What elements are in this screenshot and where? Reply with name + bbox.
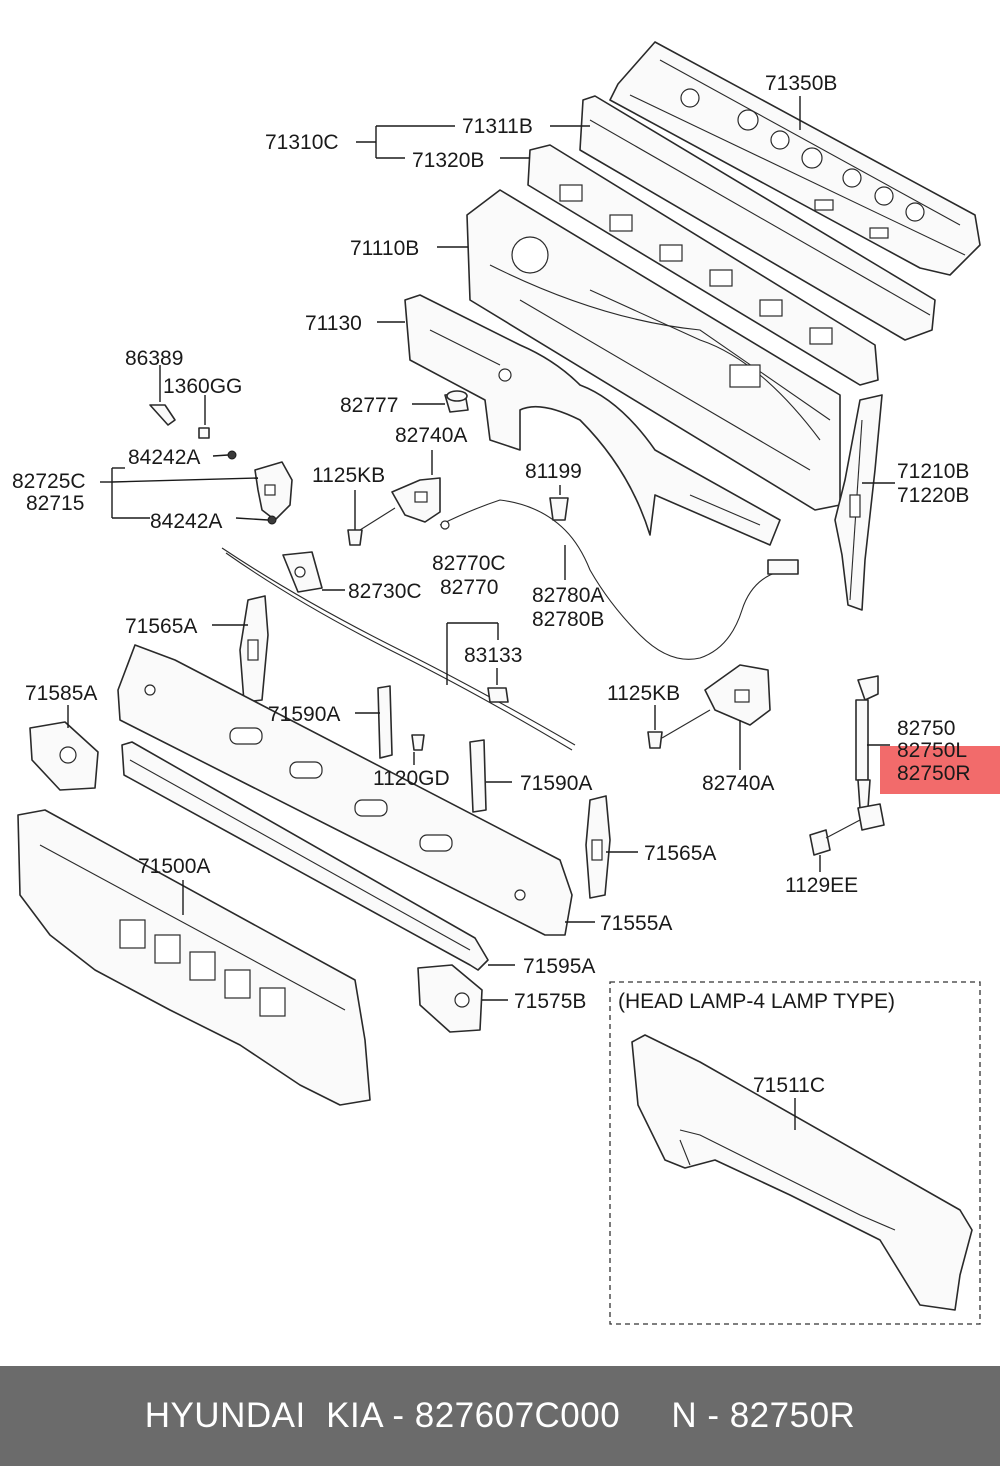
footer-part-number-text: HYUNDAI KIA - 827607C000 N - 82750R xyxy=(144,1396,856,1435)
label-71565A-top: 71565A xyxy=(125,615,197,638)
part-71555A[interactable] xyxy=(117,644,573,936)
footer-bar: HYUNDAI KIA - 827607C000 N - 82750R xyxy=(0,1366,1000,1466)
label-82725C: 82725C xyxy=(12,470,86,493)
label-head-lamp-note: (HEAD LAMP-4 LAMP TYPE) xyxy=(618,990,895,1013)
label-82777: 82777 xyxy=(340,394,398,417)
label-83133: 83133 xyxy=(464,644,522,667)
label-82770C: 82770C xyxy=(432,552,506,575)
part-71585A[interactable] xyxy=(29,721,99,791)
part-82780A-cable[interactable] xyxy=(439,499,799,660)
parts-diagram: 71350B 71311B 71310C 71320B 71110B 71130… xyxy=(12,41,1000,1325)
label-71350B: 71350B xyxy=(765,72,837,95)
part-81199[interactable] xyxy=(549,485,569,521)
label-86389: 86389 xyxy=(125,347,183,370)
part-71565A-left[interactable] xyxy=(239,595,269,703)
part-82740A-top[interactable] xyxy=(391,450,441,523)
label-71310C: 71310C xyxy=(265,131,339,154)
part-1360GG[interactable] xyxy=(198,395,210,439)
part-71565A-right[interactable] xyxy=(585,795,611,899)
label-1125KB-mid: 1125KB xyxy=(607,682,680,705)
label-71555A: 71555A xyxy=(600,912,672,935)
part-71511C[interactable] xyxy=(631,1034,973,1311)
label-71220B: 71220B xyxy=(897,484,969,507)
part-71590A-left[interactable] xyxy=(377,685,393,759)
label-1120GD: 1120GD xyxy=(373,767,450,790)
leader-lines xyxy=(67,96,895,1130)
label-71130: 71130 xyxy=(305,312,362,335)
label-82730C: 82730C xyxy=(348,580,422,603)
part-82750-strut[interactable] xyxy=(855,675,885,831)
part-82777[interactable] xyxy=(444,390,469,413)
label-71590A-left: 71590A xyxy=(268,703,340,726)
part-weatherstrip xyxy=(221,547,576,751)
label-1129EE: 1129EE xyxy=(785,874,858,897)
label-71210B: 71210B xyxy=(897,460,969,483)
head-lamp-variant-box xyxy=(609,981,981,1325)
label-1360GG: 1360GG xyxy=(163,375,242,398)
part-1125KB-top[interactable] xyxy=(347,490,396,546)
part-71210B[interactable] xyxy=(834,394,883,611)
label-71511C: 71511C xyxy=(753,1074,825,1097)
label-1125KB-top: 1125KB xyxy=(312,464,385,487)
part-83133[interactable] xyxy=(487,668,509,703)
label-82740A-top: 82740A xyxy=(395,424,467,447)
label-71311B: 71311B xyxy=(462,115,533,138)
highlight-82750R xyxy=(880,746,1000,794)
label-71110B: 71110B xyxy=(350,237,419,260)
label-82780B: 82780B xyxy=(532,608,604,631)
part-71311B[interactable] xyxy=(579,95,936,341)
part-82740A-bot[interactable] xyxy=(704,664,771,770)
part-71575B[interactable] xyxy=(417,964,483,1033)
label-71590A-right: 71590A xyxy=(520,772,592,795)
label-71575B: 71575B xyxy=(514,990,586,1013)
part-71320B[interactable] xyxy=(527,144,879,386)
label-81199: 81199 xyxy=(525,460,582,483)
part-71350B[interactable] xyxy=(609,41,981,276)
part-71110B[interactable] xyxy=(466,189,841,511)
part-71130[interactable] xyxy=(404,294,781,546)
part-labels: 71350B 71311B 71310C 71320B 71110B 71130… xyxy=(12,72,971,1097)
part-71595A[interactable] xyxy=(121,741,489,971)
label-82740A-bot: 82740A xyxy=(702,772,774,795)
label-71585A: 71585A xyxy=(25,682,97,705)
part-82725C[interactable] xyxy=(227,450,293,525)
part-1120GD[interactable] xyxy=(411,734,425,751)
label-82770: 82770 xyxy=(440,576,498,599)
label-82715: 82715 xyxy=(26,492,84,515)
part-71500A[interactable] xyxy=(17,809,371,1106)
label-71565A-right: 71565A xyxy=(644,842,716,865)
part-86389[interactable] xyxy=(149,365,176,426)
label-82750R: 82750R xyxy=(897,762,971,785)
label-84242A-top: 84242A xyxy=(128,446,200,469)
label-82780A: 82780A xyxy=(532,584,604,607)
part-71590A-right[interactable] xyxy=(469,739,487,813)
label-84242A-bot: 84242A xyxy=(150,510,222,533)
label-71320B: 71320B xyxy=(412,149,484,172)
part-82730C[interactable] xyxy=(282,551,323,593)
part-1129EE[interactable] xyxy=(809,819,861,856)
label-82750: 82750 xyxy=(897,717,955,740)
label-71500A: 71500A xyxy=(138,855,210,878)
label-71595A: 71595A xyxy=(523,955,595,978)
label-82750L: 82750L xyxy=(897,739,967,762)
part-1125KB-mid[interactable] xyxy=(647,705,711,749)
